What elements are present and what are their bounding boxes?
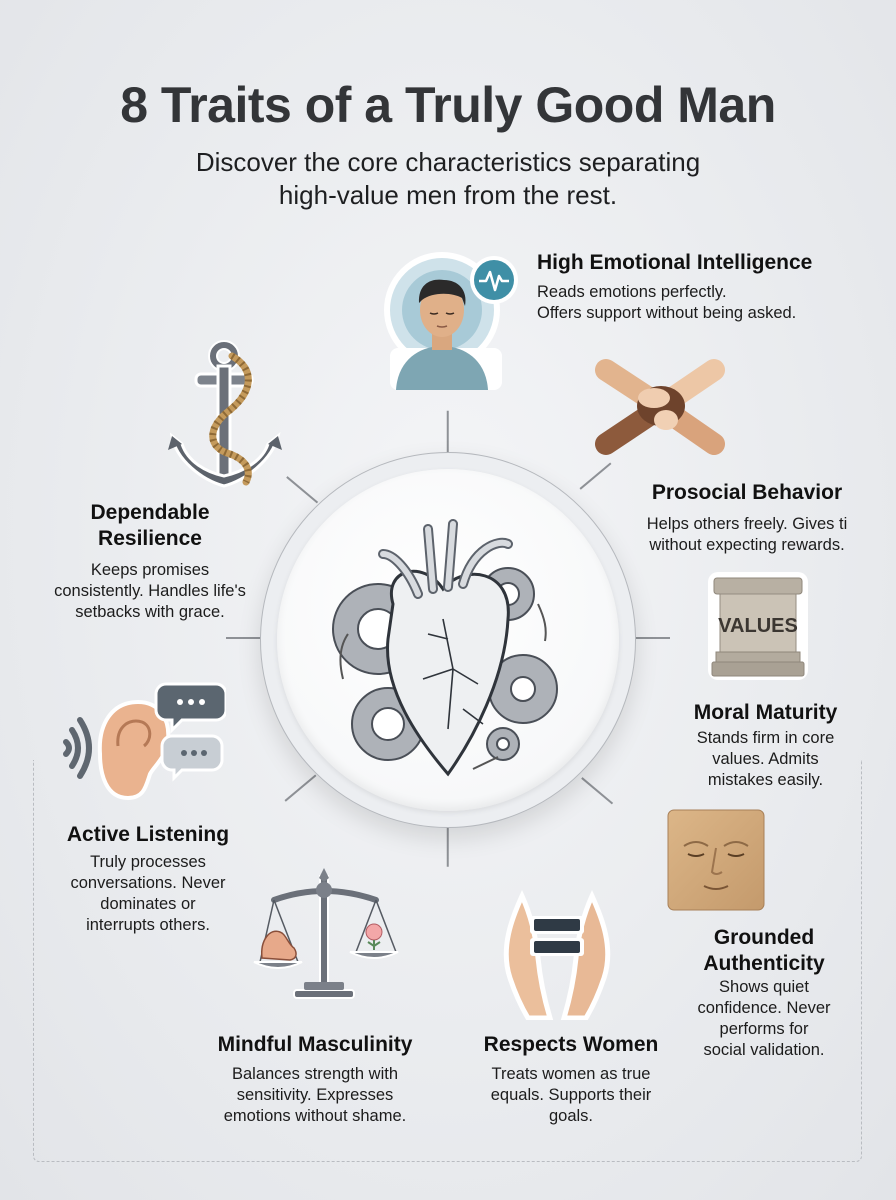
wooden-face-icon [666, 806, 766, 912]
ear-speech-bubbles-icon [56, 674, 228, 802]
trait-description: Keeps promises consistently. Handles lif… [54, 561, 246, 621]
heart-with-gears-icon [332, 519, 558, 777]
connector-line-top-left [286, 476, 319, 504]
center-badge [260, 452, 636, 828]
trait-description: Truly processes conversations. Never dom… [70, 853, 226, 934]
trait-active-listening: Active Listening Truly processes convers… [48, 822, 248, 936]
trait-moral-maturity: Moral Maturity Stands firm in core value… [668, 700, 863, 791]
connector-line-top [447, 410, 449, 453]
trait-title: Mindful Masculinity [217, 1033, 413, 1056]
hands-equal-sign-icon [492, 888, 622, 1021]
trait-description: Helps others freely. Gives ti without ex… [646, 515, 848, 554]
trait-title: Grounded Authenticity [703, 926, 825, 975]
connector-line-right [634, 637, 670, 639]
joined-hands-icon [594, 356, 728, 456]
page-title: 8 Traits of a Truly Good Man [120, 77, 776, 133]
center-badge-inner [277, 469, 619, 811]
trait-description: Balances strength with sensitivity. Expr… [223, 1065, 407, 1125]
trait-description: Treats women as true equals. Supports th… [490, 1065, 652, 1125]
trait-description: Stands firm in core values. Admits mista… [696, 729, 835, 789]
trait-title: Prosocial Behavior [651, 481, 843, 504]
dashed-frame [33, 760, 862, 1162]
connector-line-left [226, 637, 262, 639]
values-pedestal-icon: VALUES [708, 570, 808, 682]
svg-text:VALUES: VALUES [718, 615, 798, 637]
connector-line-bottom [447, 826, 449, 867]
trait-title: Moral Maturity [693, 701, 838, 724]
connector-line-top-right [579, 462, 612, 490]
trait-description: Reads emotions perfectly. Offers support… [537, 283, 797, 322]
trait-title: Active Listening [66, 823, 230, 846]
trait-description: Shows quiet confidence. Never performs f… [697, 978, 831, 1059]
trait-respects-women: Respects Women Treats women as true equa… [460, 1032, 682, 1127]
trait-prosocial-behavior: Prosocial Behavior Helps others freely. … [612, 480, 882, 556]
trait-mindful-masculinity: Mindful Masculinity Balances strength wi… [190, 1032, 440, 1127]
anchor-rope-icon [166, 340, 286, 490]
trait-high-emotional-intelligence: High Emotional Intelligence Reads emotio… [537, 250, 877, 324]
trait-dependable-resilience: Dependable Resilience Keeps promises con… [30, 500, 270, 623]
page-subtitle: Discover the core characteristics separa… [0, 146, 896, 212]
trait-title: Respects Women [483, 1033, 659, 1056]
trait-grounded-authenticity: Grounded Authenticity Shows quiet confid… [674, 925, 854, 1061]
subtitle-line-1: Discover the core characteristics separa… [195, 147, 701, 177]
subtitle-line-2: high-value men from the rest. [278, 180, 618, 210]
calm-man-with-pulse-icon [382, 248, 522, 390]
trait-title: Dependable Resilience [90, 501, 210, 550]
balance-scale-icon [250, 862, 400, 1010]
trait-title: High Emotional Intelligence [537, 251, 813, 274]
